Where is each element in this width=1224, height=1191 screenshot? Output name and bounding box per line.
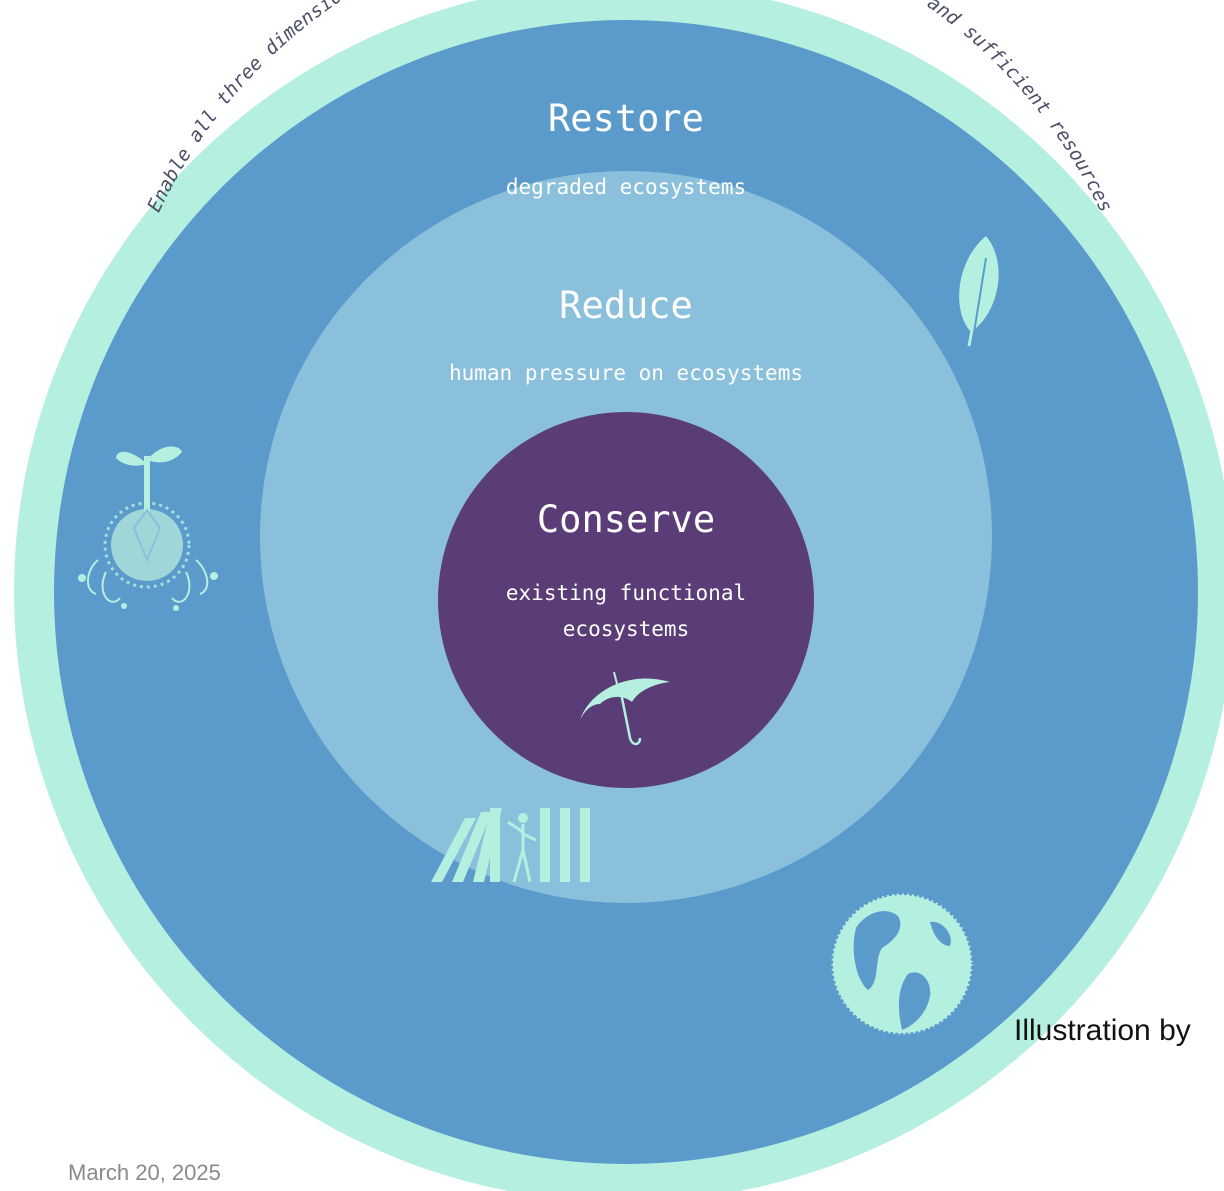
restore-title: Restore bbox=[548, 97, 704, 140]
sprout-globe-icon bbox=[78, 446, 218, 611]
conserve-subtitle-line2: ecosystems bbox=[563, 617, 689, 641]
conserve-subtitle-line1: existing functional bbox=[506, 581, 746, 605]
illustration-credit: Illustration by bbox=[1014, 1014, 1191, 1047]
date-label: March 20, 2025 bbox=[68, 1160, 221, 1185]
umbrella-icon bbox=[580, 671, 670, 746]
falling-dominoes-icon bbox=[431, 808, 590, 883]
reduce-subtitle: human pressure on ecosystems bbox=[449, 361, 803, 385]
leaf-icon bbox=[959, 236, 999, 347]
conserve-core bbox=[438, 412, 814, 788]
earth-globe-icon bbox=[831, 893, 973, 1035]
reduce-title: Reduce bbox=[559, 284, 693, 327]
restore-subtitle: degraded ecosystems bbox=[506, 175, 746, 199]
conserve-title: Conserve bbox=[537, 498, 715, 541]
